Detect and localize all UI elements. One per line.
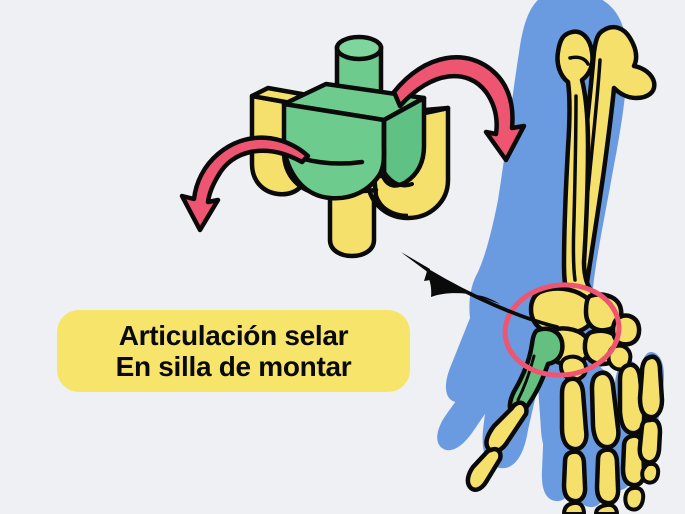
motion-arrow-left bbox=[179, 135, 311, 233]
carpometacarpal-highlight-circle bbox=[502, 282, 622, 378]
pointer-arrow-to-model bbox=[401, 252, 559, 329]
green-cylinder-top bbox=[334, 34, 384, 62]
label-line-2: En silla de montar bbox=[115, 351, 352, 382]
green-saddle-block bbox=[281, 34, 427, 201]
metacarpal-bones bbox=[484, 354, 665, 454]
label-line-1: Articulación selar bbox=[118, 319, 349, 351]
pointer-arrowhead bbox=[402, 253, 437, 281]
saddle-joint-label: Articulación selar En silla de montar bbox=[57, 310, 410, 392]
phalanx-bones bbox=[465, 417, 663, 514]
motion-arrow-right bbox=[391, 55, 527, 163]
